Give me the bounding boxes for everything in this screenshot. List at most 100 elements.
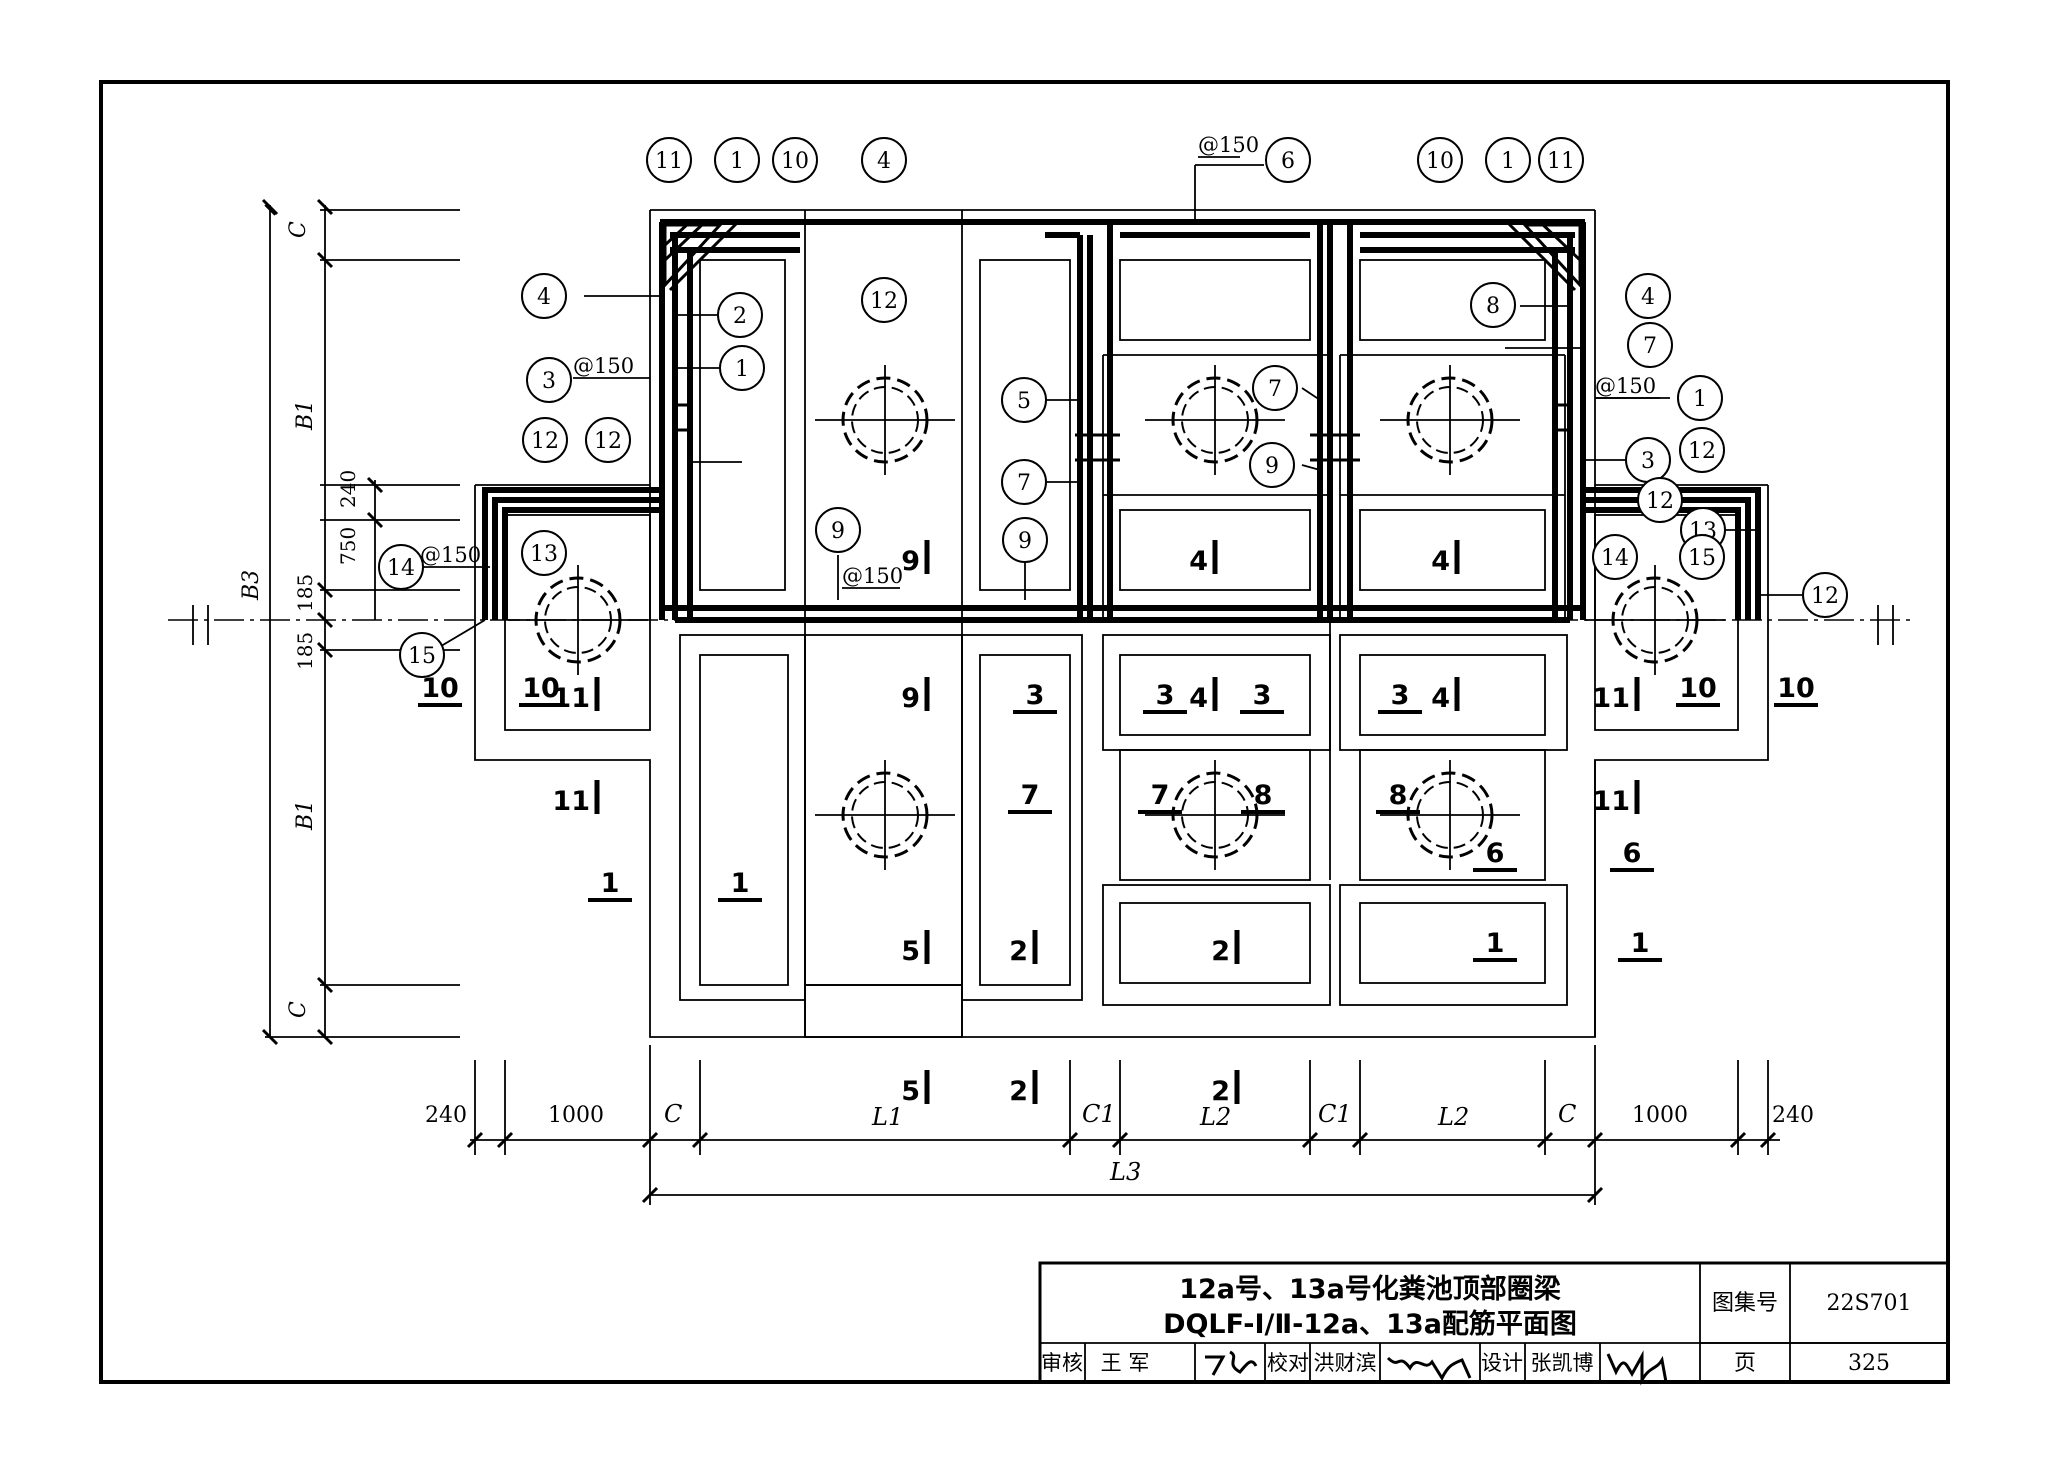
plate-label: 3 — [1143, 680, 1187, 714]
callout-balloon: 7 — [1252, 365, 1298, 411]
callout-balloon: 10 — [1417, 137, 1463, 183]
callout-number: 1 — [730, 149, 744, 174]
section-mark: 4 — [1189, 677, 1218, 714]
plate-label: 1 — [1618, 928, 1662, 962]
dim-c-right: C — [1558, 1100, 1576, 1128]
callout-balloon: 10 — [772, 137, 818, 183]
checker-signature — [1386, 1356, 1472, 1382]
callout-balloon: 12 — [861, 277, 907, 323]
callout-balloon: 11 — [1538, 137, 1584, 183]
spacing-label: @150 — [1198, 133, 1259, 157]
callout-balloon: 7 — [1627, 322, 1673, 368]
plate-label-number: 3 — [1026, 680, 1045, 711]
section-mark: 9 — [901, 540, 930, 577]
callout-number: 12 — [1688, 439, 1716, 464]
callout-number: 10 — [1426, 149, 1454, 174]
dim-c1-left: C1 — [1082, 1100, 1116, 1128]
dim-b3: B3 — [239, 570, 264, 601]
callout-number: 9 — [831, 519, 845, 544]
section-mark-number: 11 — [1592, 683, 1630, 714]
rebar-lines — [482, 219, 1761, 623]
section-mark: 9 — [901, 677, 930, 714]
dim-b1-top: B1 — [293, 400, 318, 431]
page-number: 325 — [1848, 1351, 1890, 1376]
plate-label-number: 6 — [1486, 838, 1505, 869]
section-mark-number: 4 — [1189, 546, 1208, 577]
plate-label: 7 — [1008, 780, 1052, 814]
designer-signature — [1606, 1350, 1668, 1386]
left-dimensions: C B1 240 750 185 185 B3 B1 C — [239, 198, 460, 1046]
callout-number: 14 — [387, 556, 415, 581]
plate-label-number: 8 — [1254, 780, 1273, 811]
section-mark: 2 — [1009, 1070, 1038, 1107]
page-label: 页 — [1734, 1351, 1756, 1376]
callout-number: 13 — [530, 542, 558, 567]
bottom-dimensions: 240 1000 C L1 C1 L2 C1 L2 C 1000 240 L3 — [425, 1045, 1814, 1205]
callout-balloon: 7 — [1001, 459, 1047, 505]
section-mark: 2 — [1009, 930, 1038, 967]
callout-balloon: 1 — [1677, 375, 1723, 421]
section-mark-number: 4 — [1189, 683, 1208, 714]
section-mark-number: 4 — [1431, 683, 1450, 714]
callout-balloon: 6 — [1265, 137, 1311, 183]
plate-label-number: 1 — [601, 868, 620, 899]
plate-label-number: 6 — [1623, 838, 1642, 869]
dim-l3: L3 — [1109, 1158, 1141, 1186]
callout-balloon: 8 — [1470, 282, 1516, 328]
callout-balloon: 1 — [714, 137, 760, 183]
section-mark-number: 2 — [1211, 1076, 1230, 1107]
manhole-icon — [1585, 565, 1725, 675]
callout-balloon: 15 — [399, 632, 445, 678]
dim-1000-right: 1000 — [1632, 1103, 1688, 1128]
plate-label-number: 10 — [1777, 673, 1815, 704]
callout-balloon: 3 — [526, 357, 572, 403]
plate-label: 3 — [1013, 680, 1057, 714]
plate-label-number: 1 — [731, 868, 750, 899]
section-mark: 4 — [1189, 540, 1218, 577]
callout-balloon: 9 — [815, 507, 861, 553]
plate-label-number: 1 — [1486, 928, 1505, 959]
callout-number: 11 — [1547, 149, 1575, 174]
plate-label: 10 — [519, 673, 563, 707]
dim-l2-right: L2 — [1437, 1103, 1469, 1131]
plate-label-number: 8 — [1389, 780, 1408, 811]
plate-label: 1 — [1473, 928, 1517, 962]
reviewer-name: 王 军 — [1101, 1351, 1150, 1375]
plate-label: 6 — [1473, 838, 1517, 872]
designer-name: 张凯博 — [1531, 1351, 1594, 1375]
checker-name: 洪财滨 — [1314, 1351, 1377, 1375]
section-mark-number: 11 — [1592, 786, 1630, 817]
plate-label: 10 — [1676, 673, 1720, 707]
callout-number: 4 — [877, 149, 891, 174]
callout-number: 15 — [408, 644, 436, 669]
callout-balloon: 9 — [1002, 517, 1048, 563]
callout-number: 7 — [1643, 334, 1657, 359]
callout-number: 12 — [1811, 584, 1839, 609]
plate-label-number: 1 — [1631, 928, 1650, 959]
section-mark: 11 — [1592, 780, 1640, 817]
callout-balloon: 1 — [1485, 137, 1531, 183]
drawing-frame — [99, 80, 1950, 1384]
section-mark: 11 — [552, 780, 600, 817]
plate-label: 1 — [718, 868, 762, 902]
callout-balloon: 12 — [585, 417, 631, 463]
callout-number: 4 — [1641, 285, 1655, 310]
section-mark-number: 11 — [552, 683, 590, 714]
manhole-icon — [1380, 760, 1520, 870]
manhole-icon — [1380, 365, 1520, 475]
callout-number: 12 — [870, 289, 898, 314]
section-mark: 5 — [901, 930, 930, 967]
dim-c-left: C — [664, 1100, 682, 1128]
plate-label-number: 10 — [1679, 673, 1717, 704]
callout-number: 14 — [1601, 546, 1629, 571]
spacing-label: @150 — [842, 564, 903, 588]
section-mark: 11 — [1592, 677, 1640, 714]
callout-balloon: 5 — [1001, 377, 1047, 423]
check-label: 校对 — [1267, 1351, 1309, 1375]
plate-label-number: 10 — [522, 673, 560, 704]
spacing-labels: @150 @150 @150 @150 @150 — [420, 133, 1670, 589]
atlas-number: 22S701 — [1826, 1291, 1911, 1316]
plate-label: 6 — [1610, 838, 1654, 872]
callout-balloon: 3 — [1625, 437, 1671, 483]
